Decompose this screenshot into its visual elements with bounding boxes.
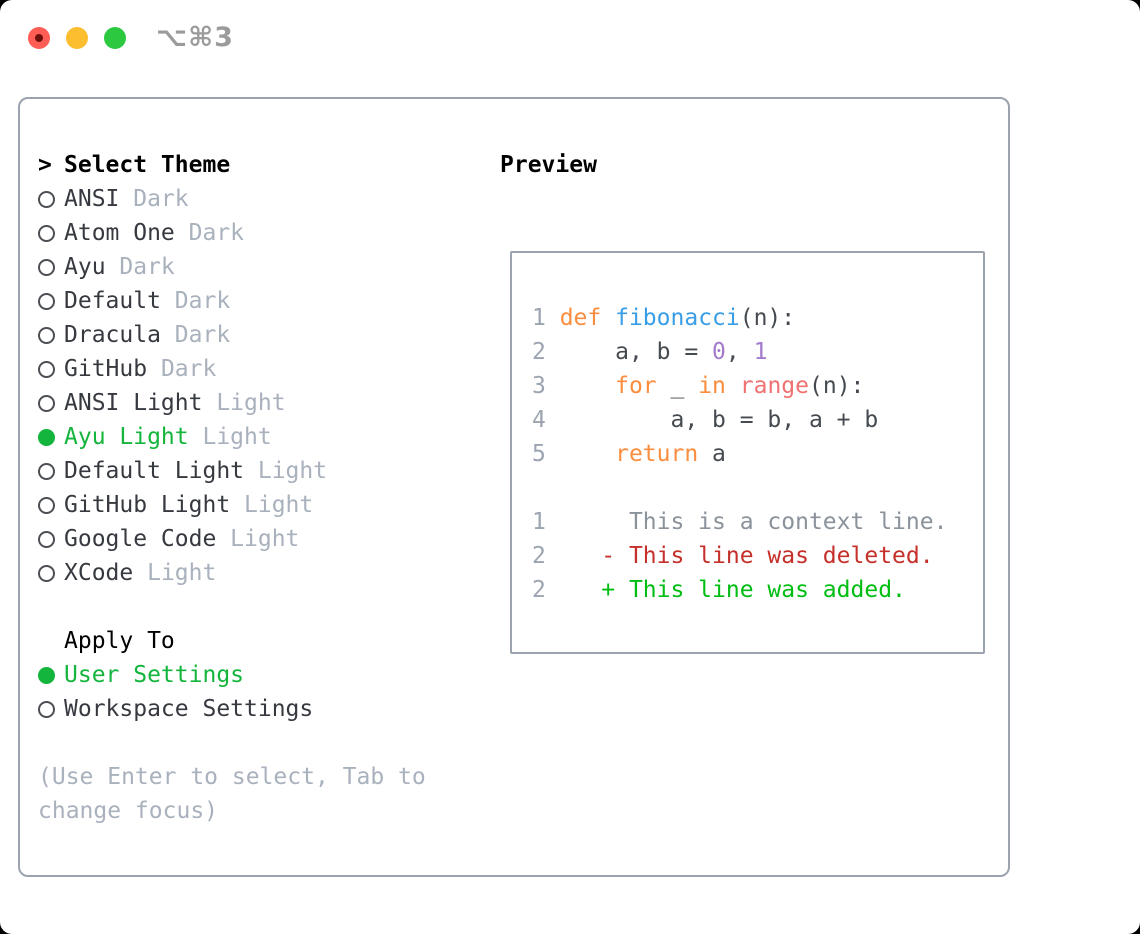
traffic-lights (28, 27, 126, 49)
diff-snippet: 1 This is a context line. 2 - This line w… (532, 505, 983, 607)
theme-option[interactable]: ANSI Light Light (38, 386, 468, 420)
apply-to-option[interactable]: User Settings (38, 658, 468, 692)
theme-variant-tag: Dark (188, 220, 245, 246)
apply-to-header-row: Apply To (38, 624, 468, 658)
theme-option[interactable]: Ayu Dark (38, 250, 468, 284)
select-theme-header-row: > Select Theme (38, 148, 468, 182)
theme-name: GitHub (64, 356, 148, 382)
preview-pane: Preview 1 def fibonacci(n): 2 a, b = 0, 1… (500, 148, 1000, 654)
diff-line-context: 1 This is a context line. (532, 509, 948, 535)
radio-icon (38, 190, 55, 208)
radio-icon (38, 700, 55, 718)
theme-variant-tag: Light (244, 492, 314, 518)
theme-variant-tag: Dark (174, 322, 231, 348)
theme-selector-panel: > Select Theme ANSI Dark Atom One Dark A… (18, 97, 1010, 877)
theme-option[interactable]: Default Light Light (38, 454, 468, 488)
radio-icon (38, 462, 55, 480)
theme-variant-tag: Dark (174, 288, 231, 314)
code-line: 1 def fibonacci(n): (532, 305, 796, 331)
theme-name: Dracula (64, 322, 161, 348)
theme-option[interactable]: Atom One Dark (38, 216, 468, 250)
theme-name: ANSI Light (64, 390, 203, 416)
theme-variant-tag: Dark (133, 186, 189, 212)
radio-icon (38, 428, 55, 446)
radio-icon (38, 292, 55, 310)
keyboard-hint: (Use Enter to select, Tab to change focu… (38, 764, 426, 824)
code-line: 5 return a (532, 441, 726, 467)
theme-name: Ayu Light (64, 424, 189, 450)
theme-name: Google Code (64, 526, 217, 552)
radio-icon (38, 564, 55, 582)
theme-option[interactable]: Dracula Dark (38, 318, 468, 352)
radio-icon (38, 360, 55, 378)
zoom-button[interactable] (104, 27, 126, 49)
radio-icon (38, 496, 55, 514)
spacer (38, 726, 468, 760)
theme-name: ANSI (64, 186, 120, 212)
theme-variant-tag: Light (216, 390, 286, 416)
code-line: 4 a, b = b, a + b (532, 407, 879, 433)
theme-name: Default Light (64, 458, 245, 484)
theme-name: GitHub Light (64, 492, 231, 518)
theme-variant-tag: Dark (160, 356, 217, 382)
theme-option[interactable]: Google Code Light (38, 522, 468, 556)
theme-name: Ayu (64, 254, 106, 280)
theme-variant-tag: Light (147, 560, 217, 586)
marker-placeholder (38, 624, 64, 658)
theme-option[interactable]: GitHub Light Light (38, 488, 468, 522)
code-line: 3 for _ in range(n): (532, 373, 865, 399)
code-snippet: 1 def fibonacci(n): 2 a, b = 0, 1 3 for _ … (532, 301, 983, 471)
apply-to-header: Apply To (64, 628, 175, 654)
radio-icon (38, 666, 55, 684)
apply-to-list: User Settings Workspace Settings (38, 658, 468, 726)
preview-header: Preview (500, 152, 597, 178)
theme-option[interactable]: GitHub Dark (38, 352, 468, 386)
theme-list: ANSI Dark Atom One Dark Ayu Dark Default… (38, 182, 468, 590)
radio-icon (38, 258, 55, 276)
radio-icon (38, 530, 55, 548)
minimize-button[interactable] (66, 27, 88, 49)
theme-variant-tag: Light (257, 458, 328, 484)
theme-list-pane: > Select Theme ANSI Dark Atom One Dark A… (38, 148, 468, 828)
theme-option[interactable]: ANSI Dark (38, 182, 468, 216)
theme-option[interactable]: Default Dark (38, 284, 468, 318)
spacer (38, 590, 468, 624)
radio-icon (38, 224, 55, 242)
theme-variant-tag: Dark (119, 254, 175, 280)
apply-to-name: Workspace Settings (64, 696, 314, 722)
preview-code-box: 1 def fibonacci(n): 2 a, b = 0, 1 3 for _ … (510, 251, 985, 654)
diff-line-added: 2 + This line was added. (532, 577, 906, 603)
close-button[interactable] (28, 27, 50, 49)
theme-option[interactable]: XCode Light (38, 556, 468, 590)
apply-to-option[interactable]: Workspace Settings (38, 692, 468, 726)
diff-line-deleted: 2 - This line was deleted. (532, 543, 934, 569)
theme-variant-tag: Light (202, 424, 272, 450)
title-bar: ⌥⌘3 (0, 0, 1140, 76)
focus-caret: > (38, 152, 52, 178)
theme-name: Default (64, 288, 161, 314)
code-line: 2 a, b = 0, 1 (532, 339, 768, 365)
select-theme-header: Select Theme (64, 152, 231, 178)
radio-icon (38, 326, 55, 344)
radio-icon (38, 394, 55, 412)
theme-name: XCode (64, 560, 134, 586)
window-title-shortcut: ⌥⌘3 (156, 22, 234, 53)
theme-option[interactable]: Ayu Light Light (38, 420, 468, 454)
theme-name: Atom One (64, 220, 175, 246)
blank-line (532, 471, 983, 505)
apply-to-name: User Settings (64, 662, 245, 688)
theme-variant-tag: Light (230, 526, 300, 552)
